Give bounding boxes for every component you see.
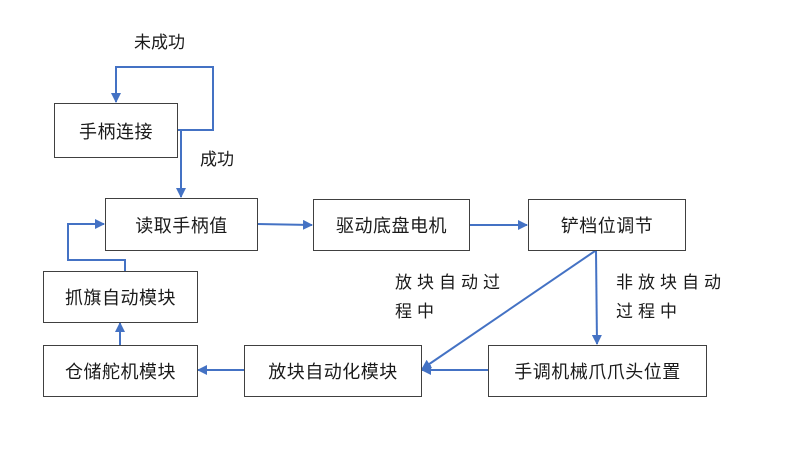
label-placing-line2: 程中 xyxy=(395,302,439,322)
label-not-placing-line1: 非放块自动 xyxy=(616,273,726,293)
label-success: 成功 xyxy=(200,150,234,170)
label-not-success: 未成功 xyxy=(134,33,185,53)
edge-read-to-drive xyxy=(256,219,313,230)
edge-flag-to-read xyxy=(67,219,126,271)
edge-shovel-to-place xyxy=(421,250,596,370)
node-read-handle: 读取手柄值 xyxy=(105,198,258,251)
node-flag-auto: 抓旗自动模块 xyxy=(43,271,198,323)
node-handle-connect: 手柄连接 xyxy=(54,103,178,158)
node-shovel-gear: 铲档位调节 xyxy=(528,199,686,251)
label-not-placing-line2: 过程中 xyxy=(616,302,682,322)
edge-retry-loop xyxy=(111,66,214,131)
edge-shovel-to-manual xyxy=(591,250,602,345)
node-place-auto: 放块自动化模块 xyxy=(244,345,422,397)
node-manual-claw: 手调机械爪爪头位置 xyxy=(488,345,707,397)
node-storage-servo: 仓储舵机模块 xyxy=(43,345,198,397)
label-placing-line1: 放块自动过 xyxy=(395,273,505,293)
node-drive-chassis: 驱动底盘电机 xyxy=(313,199,470,251)
